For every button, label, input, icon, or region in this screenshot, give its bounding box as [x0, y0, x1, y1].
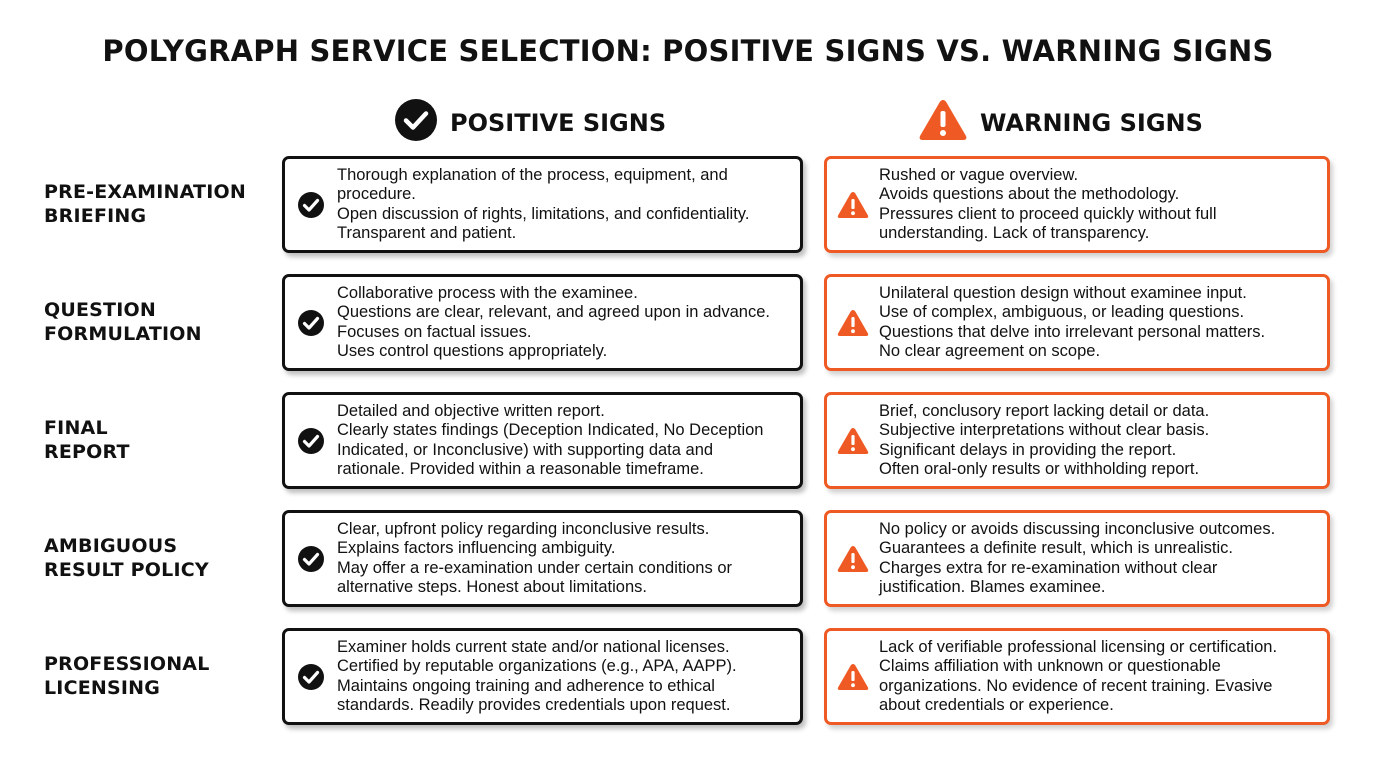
card-text-line: procedure. [337, 185, 416, 204]
card-text-line: May offer a re-examination under certain… [337, 558, 732, 577]
card-text-line: Charges extra for re-examination without… [879, 558, 1218, 577]
card-text-line: Focuses on factual issues. [337, 322, 532, 341]
card-text-line: No policy or avoids discussing inconclus… [879, 520, 1276, 539]
card-text-line: Thorough explanation of the process, equ… [337, 166, 728, 185]
card-text-line: Brief, conclusory report lacking detail … [879, 402, 1210, 421]
card-text-line: standards. Readily provides credentials … [337, 695, 731, 714]
card-text-line: Claims affiliation with unknown or quest… [879, 657, 1221, 676]
warning-signs-header: WARNING SIGNS [918, 98, 1203, 148]
card-text-line: organizations. No evidence of recent tra… [879, 676, 1273, 695]
warning-triangle-icon [827, 663, 879, 691]
warning-card-pre-examination-briefing: Rushed or vague overview.Avoids question… [824, 156, 1330, 253]
warning-card-question-formulation: Unilateral question design without exami… [824, 274, 1330, 371]
card-text-line: Detailed and objective written report. [337, 402, 605, 421]
row-label-line: PROFESSIONAL [44, 653, 210, 675]
card-text-line: rationale. Provided within a reasonable … [337, 459, 704, 478]
card-text-line: Indicated, or Inconclusive) with support… [337, 440, 714, 459]
card-text-line: Questions that delve into irrelevant per… [879, 322, 1266, 341]
card-text: Thorough explanation of the process, equ… [337, 166, 757, 243]
card-text: No policy or avoids discussing inconclus… [879, 520, 1283, 597]
card-text-line: Use of complex, ambiguous, or leading qu… [879, 303, 1245, 322]
card-text-line: Uses control questions appropriately. [337, 341, 608, 360]
card-text-line: justification. Blames examinee. [879, 577, 1106, 596]
warning-triangle-icon [827, 191, 879, 219]
row-label-line: FINAL [44, 417, 108, 439]
positive-signs-label: POSITIVE SIGNS [450, 109, 667, 137]
card-text-line: Unilateral question design without exami… [879, 284, 1247, 303]
card-text-line: Subjective interpretations without clear… [879, 421, 1210, 440]
card-text: Examiner holds current state and/or nati… [337, 638, 745, 715]
card-text-line: Certified by reputable organizations (e.… [337, 657, 737, 676]
card-text-line: Pressures client to proceed quickly with… [879, 204, 1217, 223]
positive-card-professional-licensing: Examiner holds current state and/or nati… [282, 628, 803, 725]
warning-card-ambiguous-result-policy: No policy or avoids discussing inconclus… [824, 510, 1330, 607]
warning-card-final-report: Brief, conclusory report lacking detail … [824, 392, 1330, 489]
card-text-line: Maintains ongoing training and adherence… [337, 676, 715, 695]
positive-card-question-formulation: Collaborative process with the examinee.… [282, 274, 803, 371]
card-text-line: Open discussion of rights, limitations, … [337, 204, 750, 223]
card-text-line: Explains factors influencing ambiguity. [337, 539, 616, 558]
card-text-line: Significant delays in providing the repo… [879, 440, 1177, 459]
row-label-line: BRIEFING [44, 205, 147, 227]
check-circle-icon [285, 191, 337, 219]
card-text: Collaborative process with the examinee.… [337, 284, 778, 361]
card-text-line: Guarantees a definite result, which is u… [879, 539, 1234, 558]
row-label-line: RESULT POLICY [44, 559, 209, 581]
card-text-line: Collaborative process with the examinee. [337, 284, 638, 303]
positive-card-final-report: Detailed and objective written report.Cl… [282, 392, 803, 489]
warning-triangle-icon [827, 309, 879, 337]
page-title: POLYGRAPH SERVICE SELECTION: POSITIVE SI… [102, 34, 1274, 68]
card-text: Clear, upfront policy regarding inconclu… [337, 520, 740, 597]
card-text-line: alternative steps. Honest about limitati… [337, 577, 647, 596]
card-text-line: about credentials or experience. [879, 695, 1114, 714]
card-text-line: Lack of verifiable professional licensin… [879, 638, 1278, 657]
check-circle-icon [285, 309, 337, 337]
card-text-line: Avoids questions about the methodology. [879, 185, 1180, 204]
card-text-line: Clear, upfront policy regarding inconclu… [337, 520, 710, 539]
card-text-line: Questions are clear, relevant, and agree… [337, 303, 770, 322]
warning-card-professional-licensing: Lack of verifiable professional licensin… [824, 628, 1330, 725]
card-text-line: understanding. Lack of transparency. [879, 223, 1150, 242]
card-text: Lack of verifiable professional licensin… [879, 638, 1285, 715]
check-circle-icon [285, 545, 337, 573]
card-text: Brief, conclusory report lacking detail … [879, 402, 1217, 479]
row-label-line: PRE-EXAMINATION [44, 181, 246, 203]
warning-triangle-icon [827, 545, 879, 573]
positive-card-pre-examination-briefing: Thorough explanation of the process, equ… [282, 156, 803, 253]
positive-card-ambiguous-result-policy: Clear, upfront policy regarding inconclu… [282, 510, 803, 607]
check-circle-icon [394, 98, 438, 148]
card-text-line: Often oral-only results or withholding r… [879, 459, 1200, 478]
card-text-line: Transparent and patient. [337, 223, 517, 242]
row-label-line: QUESTION [44, 299, 156, 321]
warning-triangle-icon [827, 427, 879, 455]
card-text: Rushed or vague overview.Avoids question… [879, 166, 1225, 243]
check-circle-icon [285, 663, 337, 691]
card-text: Unilateral question design without exami… [879, 284, 1273, 361]
card-text: Detailed and objective written report.Cl… [337, 402, 771, 479]
check-circle-icon [285, 427, 337, 455]
card-text-line: No clear agreement on scope. [879, 341, 1101, 360]
card-text-line: Examiner holds current state and/or nati… [337, 638, 730, 657]
row-label-line: AMBIGUOUS [44, 535, 178, 557]
card-text-line: Rushed or vague overview. [879, 166, 1079, 185]
row-label-line: REPORT [44, 441, 130, 463]
positive-signs-header: POSITIVE SIGNS [394, 98, 666, 148]
card-text-line: Clearly states findings (Deception Indic… [337, 421, 764, 440]
warning-triangle-icon [918, 98, 968, 148]
warning-signs-label: WARNING SIGNS [980, 109, 1203, 137]
row-label-line: LICENSING [44, 677, 161, 699]
row-label-line: FORMULATION [44, 323, 202, 345]
